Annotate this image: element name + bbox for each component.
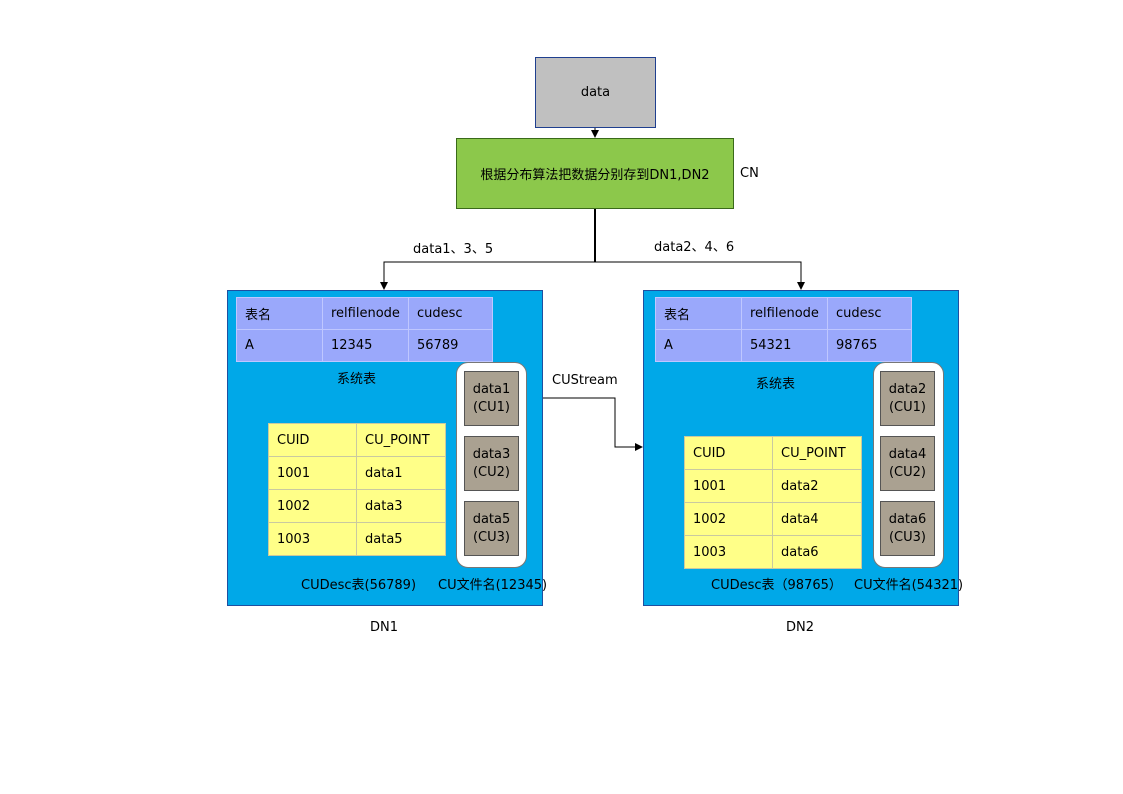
- table-cell: 98765: [827, 329, 912, 362]
- table-row: 1001 data1: [268, 456, 446, 490]
- table-cell: 1001: [268, 456, 357, 490]
- table-cell: data6: [772, 535, 862, 569]
- table-cell: 1002: [268, 489, 357, 523]
- table-cell: 12345: [322, 329, 409, 362]
- table-cell: data5: [356, 522, 446, 556]
- table-cell: relfilenode: [322, 297, 409, 330]
- table-cell: A: [236, 329, 323, 362]
- cn-label: CN: [740, 166, 759, 181]
- table-cell: 1002: [684, 502, 773, 536]
- custream-arrow: [519, 397, 643, 451]
- table-cell: cudesc: [827, 297, 912, 330]
- table-row: 1001 data2: [684, 469, 862, 503]
- dn1-system-table-label: 系统表: [337, 372, 377, 387]
- table-header-row: CUID CU_POINT: [268, 423, 446, 457]
- cu-item-id: (CU2): [472, 464, 510, 480]
- cn-distribution-label: 根据分布算法把数据分别存到DN1,DN2: [480, 168, 710, 183]
- dn1-cudesc-label: CUDesc表(56789): [301, 578, 417, 593]
- cn-distribution-box: 根据分布算法把数据分别存到DN1,DN2: [456, 138, 734, 209]
- table-row: 1003 data5: [268, 522, 446, 556]
- table-cell: data4: [772, 502, 862, 536]
- dn1-cu-file-label: CU文件名(12345): [438, 578, 548, 593]
- dn2-system-table-label: 系统表: [756, 377, 796, 392]
- table-row: 1003 data6: [684, 535, 862, 569]
- cu-item-name: data4: [888, 446, 927, 462]
- dn2-cu-item: data4 (CU2): [880, 436, 935, 491]
- table-cell: data3: [356, 489, 446, 523]
- source-data-label: data: [580, 85, 611, 100]
- dn1-cu-item: data3 (CU2): [464, 436, 519, 491]
- table-header-row: CUID CU_POINT: [684, 436, 862, 470]
- table-row: A 54321 98765: [655, 329, 912, 362]
- dn1-cu-item: data1 (CU1): [464, 371, 519, 426]
- cu-item-name: data2: [888, 381, 927, 397]
- table-cell: 1003: [684, 535, 773, 569]
- cu-item-id: (CU3): [472, 529, 510, 545]
- table-cell: CU_POINT: [772, 436, 862, 470]
- table-cell: CUID: [684, 436, 773, 470]
- table-header-row: 表名 relfilenode cudesc: [655, 297, 912, 330]
- edge-right-label: data2、4、6: [654, 240, 735, 255]
- table-row: A 12345 56789: [236, 329, 493, 362]
- dn1-cu-item: data5 (CU3): [464, 501, 519, 556]
- dn1-cudesc-table: CUID CU_POINT 1001 data1 1002 data3 1003…: [268, 423, 446, 556]
- table-cell: 1001: [684, 469, 773, 503]
- dn2-cudesc-label: CUDesc表（98765）: [711, 578, 842, 593]
- custream-label: CUStream: [552, 373, 618, 388]
- dn2-cudesc-table: CUID CU_POINT 1001 data2 1002 data4 1003…: [684, 436, 862, 569]
- table-cell: data1: [356, 456, 446, 490]
- cu-item-id: (CU3): [888, 529, 926, 545]
- table-header-row: 表名 relfilenode cudesc: [236, 297, 493, 330]
- cu-item-id: (CU1): [472, 399, 510, 415]
- dn2-cu-item: data6 (CU3): [880, 501, 935, 556]
- table-cell: CU_POINT: [356, 423, 446, 457]
- table-cell: 54321: [741, 329, 828, 362]
- cu-item-id: (CU2): [888, 464, 926, 480]
- table-cell: 表名: [236, 297, 323, 330]
- dn2-system-table: 表名 relfilenode cudesc A 54321 98765: [655, 297, 912, 362]
- edge-left-label: data1、3、5: [413, 242, 494, 257]
- table-cell: 表名: [655, 297, 742, 330]
- table-cell: 1003: [268, 522, 357, 556]
- table-cell: cudesc: [408, 297, 493, 330]
- dn2-label: DN2: [786, 620, 815, 635]
- table-row: 1002 data3: [268, 489, 446, 523]
- cn-to-dn2-arrow: [595, 261, 805, 290]
- dn1-system-table: 表名 relfilenode cudesc A 12345 56789: [236, 297, 493, 362]
- dn2-cu-file-label: CU文件名(54321): [854, 578, 964, 593]
- dn1-label: DN1: [370, 620, 399, 635]
- table-cell: CUID: [268, 423, 357, 457]
- cu-item-name: data1: [472, 381, 511, 397]
- source-data-box: data: [535, 57, 656, 128]
- cn-to-dn1-arrow: [380, 261, 595, 290]
- table-cell: relfilenode: [741, 297, 828, 330]
- table-cell: data2: [772, 469, 862, 503]
- table-cell: 56789: [408, 329, 493, 362]
- cu-item-name: data5: [472, 511, 511, 527]
- cu-item-name: data3: [472, 446, 511, 462]
- cu-item-name: data6: [888, 511, 927, 527]
- dn2-cu-item: data2 (CU1): [880, 371, 935, 426]
- table-cell: A: [655, 329, 742, 362]
- table-row: 1002 data4: [684, 502, 862, 536]
- cu-item-id: (CU1): [888, 399, 926, 415]
